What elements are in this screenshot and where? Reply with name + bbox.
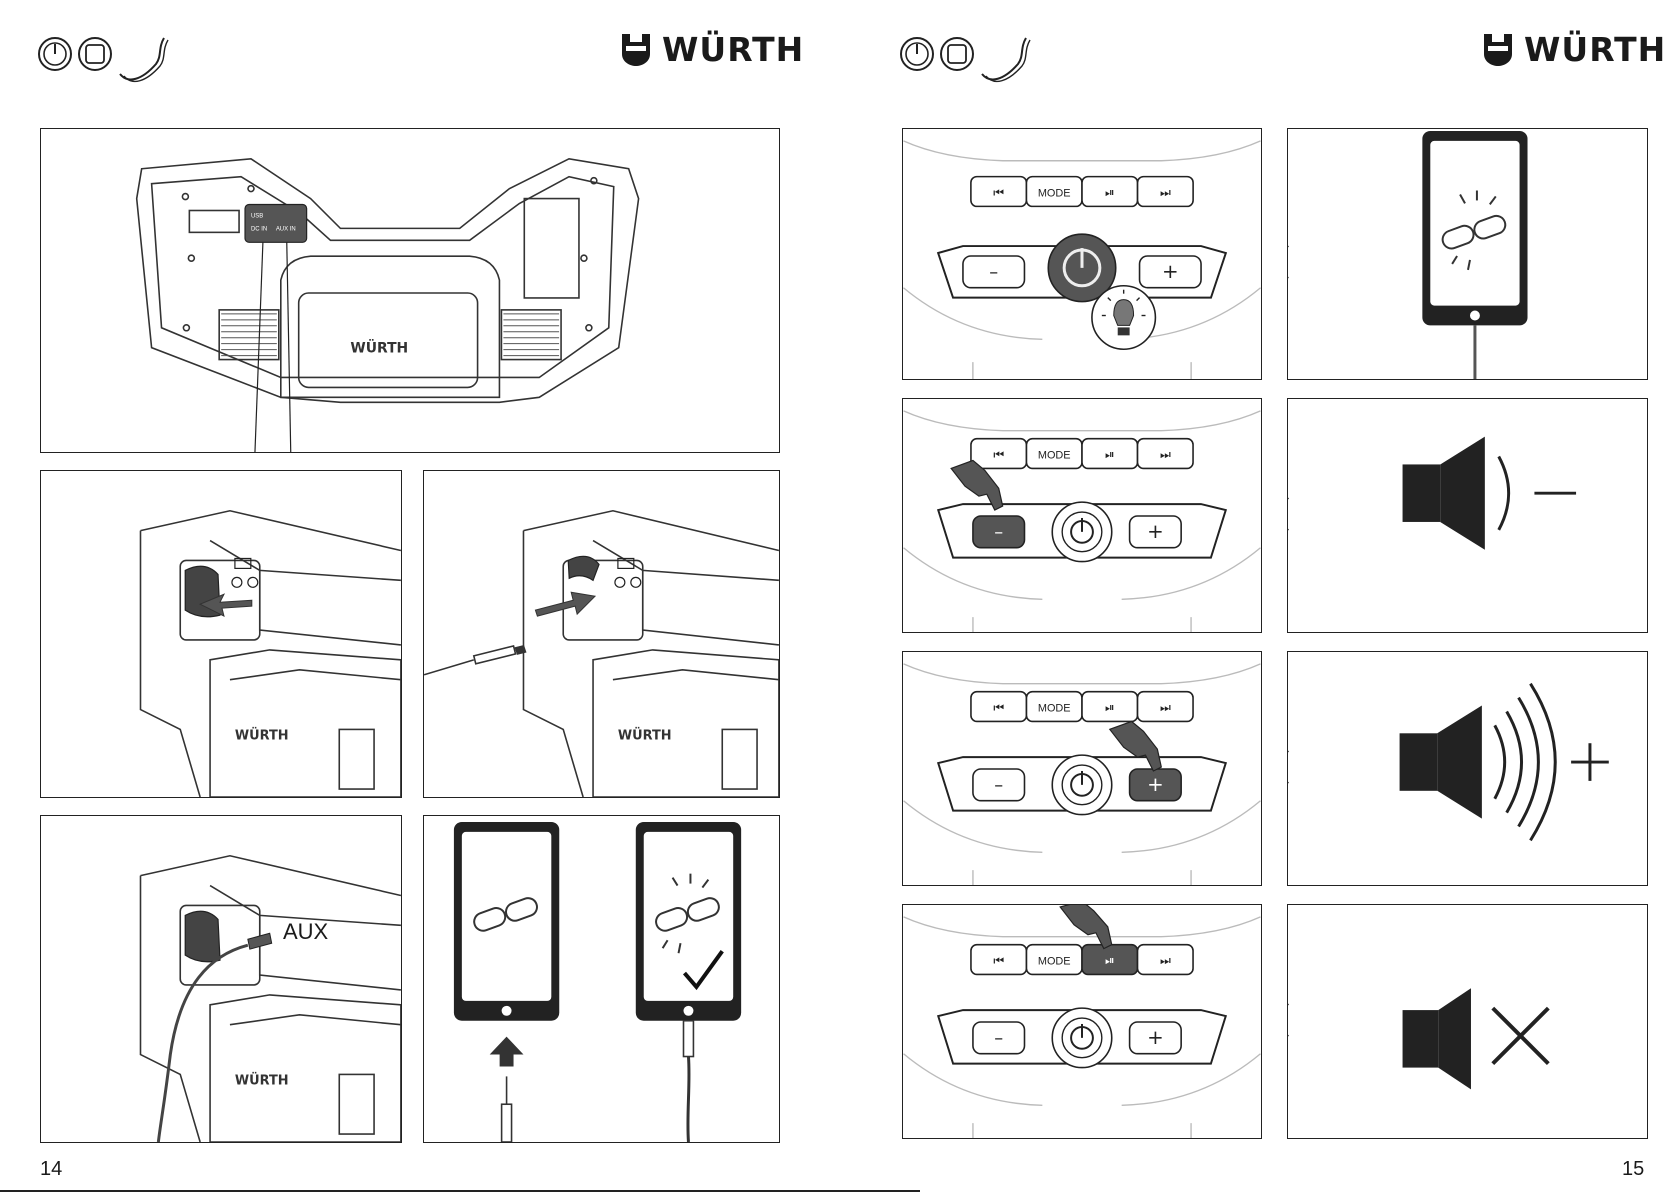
left-header-icons	[38, 30, 178, 84]
page-number-left: 14	[40, 1158, 62, 1181]
mute-result-panel	[1287, 904, 1648, 1139]
control-panel-power: ⏮ MODE ⏯ ⏭ – +	[902, 128, 1262, 380]
aux-in-port	[631, 577, 641, 587]
right-header-icons	[900, 30, 1040, 84]
button-mode[interactable]: MODE	[1038, 449, 1071, 461]
insert-arrow-icon	[535, 592, 595, 616]
aux-connected-panel: WÜRTH AUX	[40, 815, 402, 1143]
button-play-pause[interactable]: ⏯	[1105, 700, 1115, 714]
brand-name: WÜRTH	[662, 30, 804, 69]
button-previous[interactable]: ⏮	[993, 447, 1004, 461]
power-button[interactable]	[1052, 1008, 1111, 1067]
brand-name: WÜRTH	[1524, 30, 1666, 69]
device-closeup-illustration	[523, 511, 778, 797]
dc-in-port	[232, 577, 242, 587]
volume-up-button[interactable]: +	[1147, 520, 1164, 543]
button-mode[interactable]: MODE	[1038, 702, 1071, 714]
volume-up-result-panel	[1287, 651, 1648, 886]
phone-connection-panel	[423, 815, 780, 1143]
up-arrow-icon	[490, 1037, 524, 1067]
aux-cable-icon	[982, 38, 1030, 81]
volume-down-button[interactable]: –	[994, 522, 1003, 543]
volume-up-button[interactable]: +	[1147, 1026, 1164, 1049]
button-mode[interactable]: MODE	[1038, 187, 1071, 199]
open-port-cover-panel: WÜRTH	[40, 470, 402, 798]
port-cover-panel	[245, 205, 307, 243]
speaker-mute-icon	[1403, 988, 1549, 1089]
aux-plug-icon	[502, 1076, 512, 1142]
volume-down-result-panel	[1287, 398, 1648, 633]
brand-logo-right: WÜRTH	[1482, 30, 1666, 69]
button-next[interactable]: ⏭	[1160, 185, 1171, 199]
device-body-logo: WÜRTH	[235, 1072, 289, 1088]
device-back-panel: USB DC IN AUX IN WÜRTH	[40, 128, 780, 453]
control-panel-volume-up: ⏮ MODE ⏯ ⏭ – +	[902, 651, 1262, 886]
aux-plug	[248, 933, 272, 949]
button-play-pause[interactable]: ⏯	[1105, 447, 1115, 461]
button-play-pause[interactable]: ⏯	[1105, 953, 1115, 967]
button-next[interactable]: ⏭	[1160, 953, 1171, 967]
button-next[interactable]: ⏭	[1160, 447, 1171, 461]
phone-pairing	[1422, 131, 1527, 379]
aux-in-port	[248, 577, 258, 587]
button-next[interactable]: ⏭	[1160, 700, 1171, 714]
wurth-logo-icon	[1482, 32, 1514, 68]
pointing-hand-icon	[1060, 905, 1112, 949]
button-play-pause[interactable]: ⏯	[1105, 185, 1115, 199]
aux-label: AUX	[283, 919, 328, 945]
port-label-auxin: AUX IN	[276, 226, 296, 232]
callout-line-left	[255, 242, 263, 452]
phone-disconnected	[454, 822, 559, 1142]
light-bulb-icon	[1092, 286, 1155, 349]
phone-connected	[636, 822, 741, 1142]
volume-down-button[interactable]: –	[989, 262, 998, 283]
device-back-illustration	[137, 159, 639, 402]
power-button[interactable]	[1052, 755, 1111, 814]
port-label-usb: USB	[251, 213, 263, 219]
device-closeup-illustration	[140, 856, 400, 1142]
vent-grille-left	[221, 314, 277, 356]
square-stop-icon	[79, 38, 111, 70]
pointing-hand-icon	[1110, 721, 1162, 771]
aux-plug-icon	[424, 646, 525, 675]
page-number-right: 15	[1622, 1158, 1644, 1181]
brand-logo-left: WÜRTH	[620, 30, 804, 69]
volume-down-button[interactable]: –	[994, 775, 1003, 796]
callout-line-right	[287, 242, 291, 452]
button-previous[interactable]: ⏮	[993, 185, 1004, 199]
button-previous[interactable]: ⏮	[993, 953, 1004, 967]
device-closeup-illustration	[140, 511, 400, 797]
vent-grille-right	[503, 314, 559, 356]
wurth-logo-icon	[620, 32, 652, 68]
device-body-logo: WÜRTH	[618, 727, 672, 743]
insert-aux-cable-panel: WÜRTH	[423, 470, 780, 798]
power-button[interactable]	[1052, 502, 1111, 561]
aux-cable	[158, 945, 247, 1142]
volume-down-button[interactable]: –	[994, 1028, 1003, 1049]
aux-cable-icon	[120, 38, 168, 81]
control-panel-play-pause: ⏮ MODE ⏯ ⏭ – +	[902, 904, 1262, 1139]
control-panel-volume-down: ⏮ MODE ⏯ ⏭ – +	[902, 398, 1262, 633]
speaker-volume-up-icon	[1400, 684, 1609, 841]
top-button-row: ⏮ MODE ⏯ ⏭	[971, 177, 1193, 207]
volume-up-button[interactable]: +	[1147, 773, 1164, 796]
device-body-logo: WÜRTH	[350, 339, 408, 357]
power-icon	[901, 38, 933, 70]
power-icon	[39, 38, 71, 70]
speaker-volume-down-icon	[1403, 437, 1577, 550]
port-cover-flap	[568, 556, 599, 580]
square-stop-icon	[941, 38, 973, 70]
port-cover-flap	[185, 911, 220, 962]
aux-cable	[683, 1021, 693, 1142]
device-body-logo: WÜRTH	[235, 727, 289, 743]
port-label-dcin: DC IN	[251, 226, 267, 232]
button-previous[interactable]: ⏮	[993, 700, 1004, 714]
volume-up-button[interactable]: +	[1162, 260, 1179, 283]
pairing-status-panel	[1287, 128, 1648, 380]
dc-in-port	[615, 577, 625, 587]
button-mode[interactable]: MODE	[1038, 955, 1071, 967]
